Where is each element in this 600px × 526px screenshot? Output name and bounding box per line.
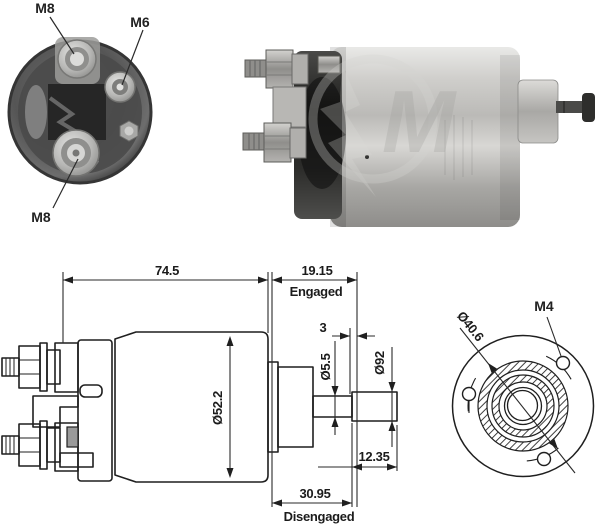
dim-plunger-length: 12.35 — [318, 423, 398, 471]
engaged-label: Engaged — [290, 284, 343, 299]
dim-total-length: 74.5 — [62, 263, 269, 343]
cap-shadow — [298, 77, 346, 189]
mounting-hole-left — [461, 386, 477, 402]
zm-watermark-icon: M — [308, 54, 457, 197]
terminal-label-m8-top: M8 — [35, 0, 55, 16]
drawn-front-face — [451, 334, 595, 478]
dim-engaged-travel: 19.15 Engaged — [271, 263, 358, 507]
terminal-label-m8-bottom: M8 — [31, 209, 51, 225]
mounting-hole-lower-right — [536, 451, 552, 467]
dim-tip-diameter: Ø92 — [372, 347, 396, 447]
housing-dot — [365, 155, 369, 159]
housing-shade — [500, 55, 520, 220]
dim-body-diameter: Ø52.2 — [210, 336, 234, 478]
terminal-m6 — [104, 71, 136, 103]
plunger-pin — [556, 101, 584, 113]
side-dimension-drawing: 74.5 19.15 Engaged 3 Ø5.5 — [1, 263, 398, 524]
svg-text:3: 3 — [320, 320, 327, 335]
terminal-bracket — [272, 86, 307, 128]
leader-m6 — [121, 29, 144, 86]
dim-tip-length: 3 — [320, 320, 375, 394]
terminal-view-photo: M8 M6 M8 — [7, 0, 153, 225]
dim-shaft-diameter: Ø5.5 — [318, 341, 339, 435]
svg-text:12.35: 12.35 — [358, 449, 389, 464]
drawn-bolt-top — [1, 342, 61, 392]
callout-mounting-thread: M4 — [534, 298, 562, 357]
drawn-bolt-bottom — [1, 420, 61, 470]
svg-text:19.15: 19.15 — [301, 263, 332, 278]
terminal-m8-bottom — [52, 129, 100, 177]
terminal-bolt-top — [244, 49, 309, 89]
terminal-m8-top — [57, 39, 97, 79]
leader-m8-top — [49, 16, 75, 55]
cap-top-nut — [317, 55, 341, 74]
svg-text:Ø5.5: Ø5.5 — [318, 353, 333, 380]
small-bolt — [119, 120, 139, 142]
terminal-bolt-bottom — [242, 122, 307, 163]
svg-text:74.5: 74.5 — [155, 263, 179, 278]
svg-text:Ø92: Ø92 — [372, 351, 387, 375]
drawn-solenoid-body — [114, 331, 398, 483]
front-mounting-drawing: Ø40.6 M4 — [451, 298, 595, 478]
housing-markings — [444, 115, 473, 180]
mounting-hole-upper-right — [555, 355, 571, 371]
product-side-photo: M — [242, 47, 595, 227]
solenoid-housing — [330, 47, 520, 227]
end-bearing-boss — [517, 79, 559, 144]
svg-text:30.95: 30.95 — [299, 486, 330, 501]
svg-text:Ø52.2: Ø52.2 — [210, 391, 225, 425]
case-highlight — [25, 85, 47, 139]
zm-watermark-letter: M — [382, 72, 457, 171]
leader-m8-bottom — [52, 158, 79, 209]
pin-end-cap — [582, 93, 595, 122]
svg-text:M4: M4 — [534, 298, 554, 314]
mounting-holes — [461, 355, 572, 467]
drawn-terminal-cap — [32, 339, 113, 482]
terminal-label-m6: M6 — [130, 14, 150, 30]
dim-disengaged-travel: 30.95 Disengaged — [272, 471, 355, 524]
svg-text:Ø40.6: Ø40.6 — [454, 308, 487, 344]
disengaged-label: Disengaged — [284, 509, 355, 524]
